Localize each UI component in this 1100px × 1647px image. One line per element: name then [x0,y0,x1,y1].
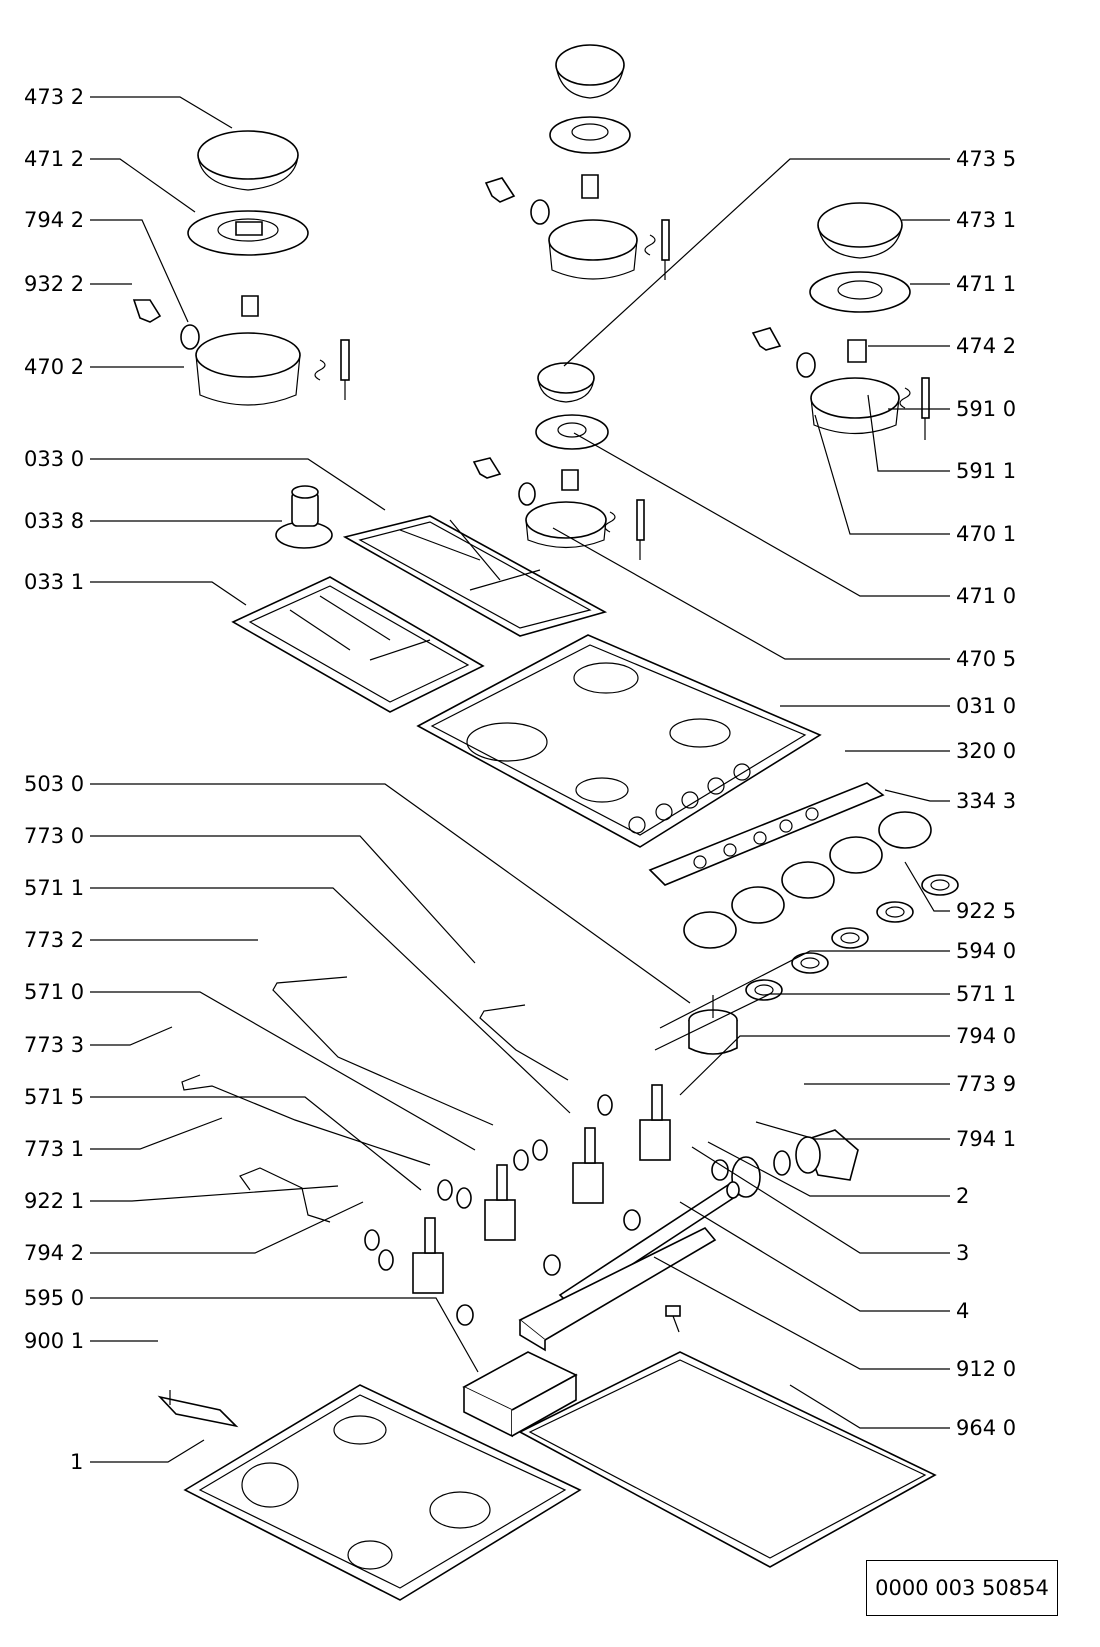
burner-1-assembly [751,202,930,440]
label-left-6: 033 8 [24,509,84,533]
label-left-15: 773 1 [24,1137,84,1161]
document-number-box: 0000 003 50854 [866,1560,1058,1616]
burner-5-assembly [484,44,670,280]
seal-rings [364,1094,729,1326]
label-left-16: 922 1 [24,1189,84,1213]
label-left-18: 595 0 [24,1286,84,1310]
knob-bezels-922-5 [745,874,959,1001]
hob-seal-964-0 [518,1351,937,1568]
label-right-4: 591 0 [956,397,1016,421]
label-right-16: 773 9 [956,1072,1016,1096]
bracket-900-1 [157,1390,239,1428]
pan-support-grids [231,515,608,713]
label-right-18: 2 [956,1184,969,1208]
labels-right: 473 5 473 1 471 1 474 2 591 0 591 1 470 … [956,147,1016,1440]
label-right-17: 794 1 [956,1127,1016,1151]
label-right-8: 470 5 [956,647,1016,671]
label-right-11: 334 3 [956,789,1016,813]
label-left-14: 571 5 [24,1085,84,1109]
label-left-7: 033 1 [24,570,84,594]
label-left-9: 773 0 [24,824,84,848]
label-right-7: 471 0 [956,584,1016,608]
grid-foot-033-8 [275,485,333,549]
ignition-rail-4 [518,1227,717,1352]
label-right-14: 571 1 [956,982,1016,1006]
control-panel-320-0 [648,782,885,886]
leader-lines [90,96,950,1463]
label-left-10: 571 1 [24,876,84,900]
label-right-22: 964 0 [956,1416,1016,1440]
switch-503-0 [688,995,738,1055]
screw-912-0 [665,1305,681,1333]
label-left-12: 571 0 [24,980,84,1004]
label-right-20: 4 [956,1299,969,1323]
label-left-5: 033 0 [24,447,84,471]
label-left-0: 473 2 [24,85,84,109]
label-right-21: 912 0 [956,1357,1016,1381]
label-right-6: 470 1 [956,522,1016,546]
label-left-20: 1 [70,1450,83,1474]
label-right-15: 794 0 [956,1024,1016,1048]
part-drawings [132,44,959,1601]
label-left-13: 773 3 [24,1033,84,1057]
hob-top-031-0 [416,634,822,848]
label-right-3: 474 2 [956,334,1016,358]
gas-valves [412,1084,671,1294]
document-number: 0000 003 50854 [875,1576,1049,1600]
gas-pipes [181,976,569,1223]
label-right-9: 031 0 [956,694,1016,718]
ignition-transformer-595-0 [462,1351,578,1438]
label-right-0: 473 5 [956,147,1016,171]
label-right-19: 3 [956,1241,969,1265]
label-right-1: 473 1 [956,208,1016,232]
label-right-12: 922 5 [956,899,1016,923]
label-right-2: 471 1 [956,272,1016,296]
labels-left: 473 2 471 2 794 2 932 2 470 2 033 0 033 … [24,85,84,1474]
control-knobs-334-3 [683,811,932,949]
label-left-19: 900 1 [24,1329,84,1353]
label-right-13: 594 0 [956,939,1016,963]
gas-manifold-3 [558,1181,740,1307]
label-left-8: 503 0 [24,772,84,796]
burner-0-assembly [472,362,645,560]
label-left-11: 773 2 [24,928,84,952]
label-left-1: 471 2 [24,147,84,171]
burner-2-assembly [132,130,350,406]
label-left-4: 470 2 [24,355,84,379]
label-left-3: 932 2 [24,272,84,296]
gas-inlet-fittings [731,1129,859,1198]
label-right-10: 320 0 [956,739,1016,763]
label-left-2: 794 2 [24,208,84,232]
base-tray-1 [183,1384,582,1601]
label-right-5: 591 1 [956,459,1016,483]
label-left-17: 794 2 [24,1241,84,1265]
